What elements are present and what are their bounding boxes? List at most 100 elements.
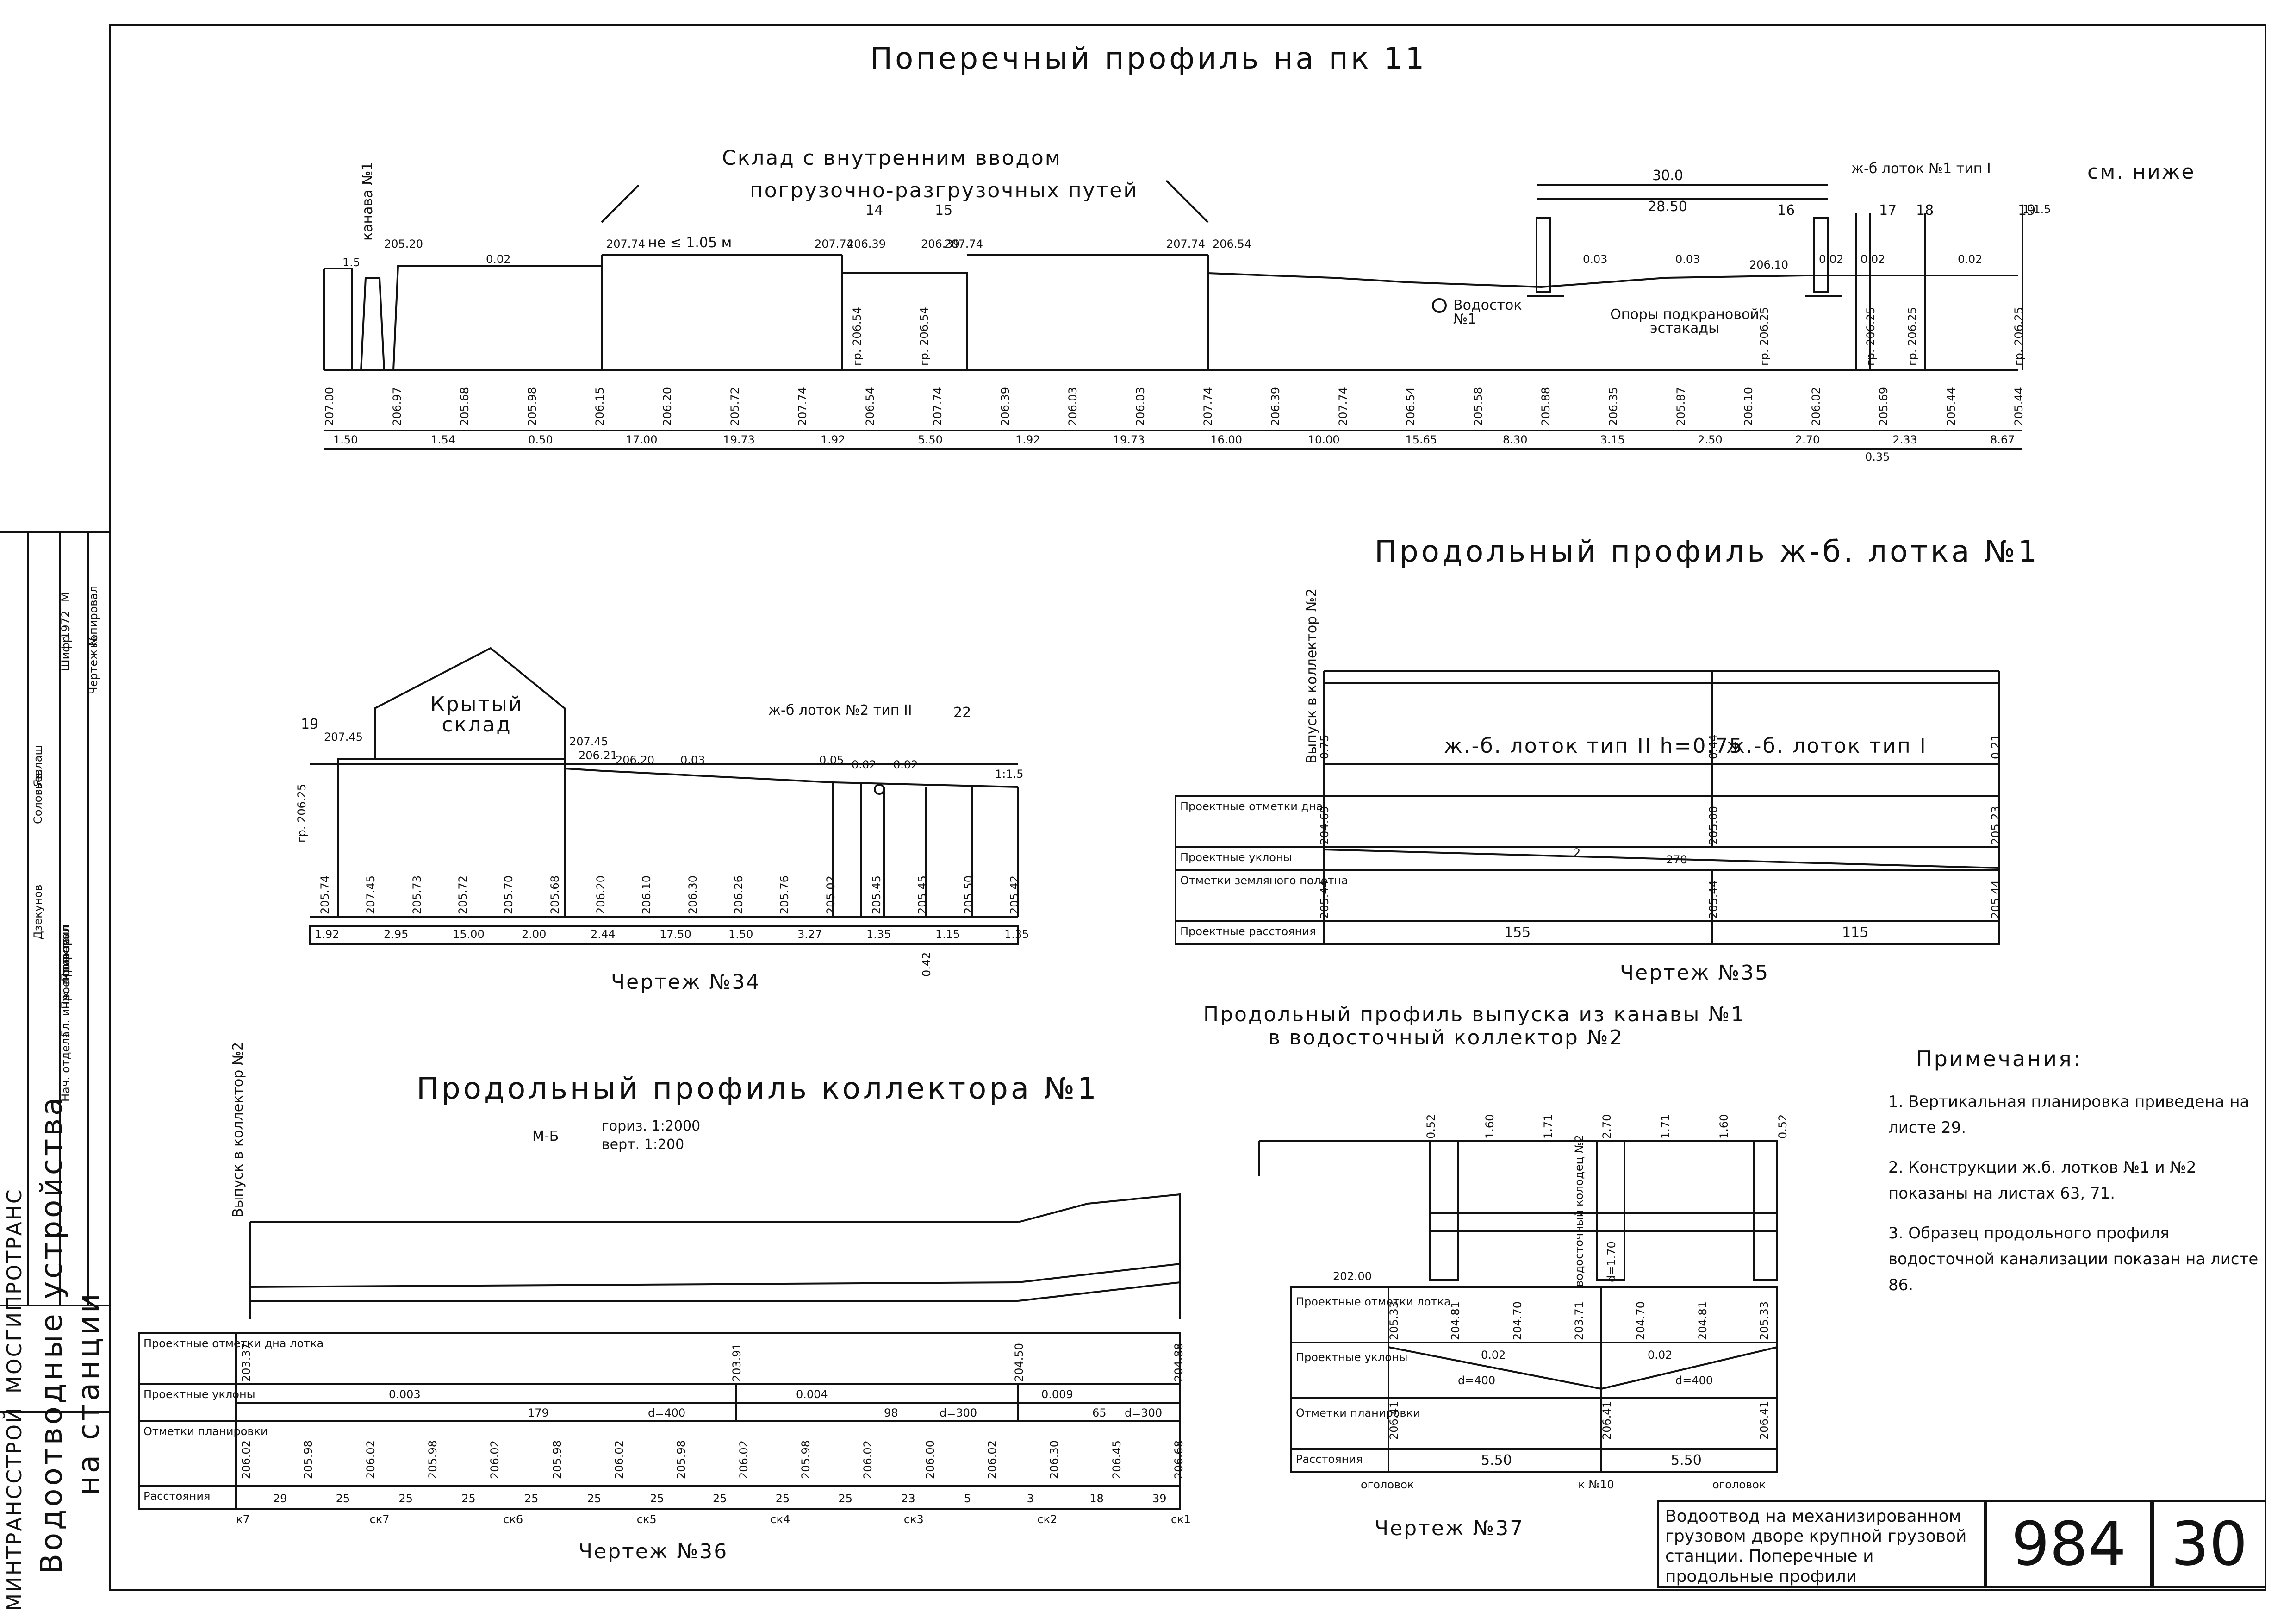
track-number: 15 [935, 202, 953, 219]
cross-distance: 3.15 [1600, 433, 1625, 446]
cross-distance: 2.50 [1698, 433, 1723, 446]
cross-bottom-mark: 206.97 [391, 387, 404, 426]
title-block-title: Водоотвод на механизированном грузовом д… [1657, 1500, 1985, 1588]
tray-2-label: ж-б лоток №2 тип II [768, 702, 912, 718]
collector-distance: 25 [524, 1492, 539, 1505]
stamp-role: Проверил [59, 924, 72, 981]
cross-distance: 19.73 [1113, 433, 1145, 446]
cross-bottom-mark: 205.98 [526, 387, 539, 426]
tray-bottom-mark: 204.69 [1318, 806, 1331, 845]
collector-outlet-label: Выпуск в коллектор №2 [230, 1042, 246, 1218]
outlet-elevation: 202.00 [1333, 1270, 1372, 1283]
collector-plan-mark: 206.02 [488, 1440, 502, 1479]
collector-diameter: d=400 [648, 1406, 686, 1419]
tray-row-label: Проектные расстояния [1180, 925, 1316, 938]
cross-bottom-mark: 205.69 [1877, 387, 1890, 426]
d34-bottom-mark: 205.72 [456, 875, 469, 914]
dim-30: 30.0 [1652, 168, 1683, 184]
outlet-plan-mark: 206.41 [1758, 1401, 1771, 1440]
collector-distance: 25 [650, 1492, 664, 1505]
cross-bottom-mark: 205.44 [1945, 387, 1958, 426]
ground-mark: гр. 206.25 [1864, 306, 1877, 366]
stamp-subject-1: Водоотводные устройства [35, 1094, 69, 1574]
tray-seg1: ж.-б. лоток тип II h=0.75 [1444, 734, 1744, 758]
collector-plan-mark: 206.02 [861, 1440, 875, 1479]
cross-top-mark: 207.74 [606, 237, 645, 250]
collector-distance: 3 [1027, 1492, 1034, 1505]
drawing-35-caption: Чертеж №35 [1620, 961, 1770, 985]
collector-plan-mark: 206.30 [1048, 1440, 1061, 1479]
notes-heading: Примечания: [1916, 1046, 2083, 1071]
outlet-station: оголовок [1712, 1478, 1766, 1491]
d34-top-mark: 207.45 [569, 735, 608, 748]
cross-bottom-mark: 207.74 [796, 387, 809, 426]
collector-slope: 0.009 [1041, 1388, 1073, 1401]
cross-distance: 8.30 [1503, 433, 1528, 446]
cross-distance: 2.70 [1795, 433, 1820, 446]
outlet-diameter: d=400 [1458, 1374, 1496, 1387]
cross-bottom-mark: 206.10 [1742, 387, 1755, 426]
drawing-37-caption: Чертеж №37 [1375, 1517, 1524, 1540]
collector-distance: 25 [336, 1492, 350, 1505]
cross-distance: 2.33 [1892, 433, 1917, 446]
collector-bottom-mark: 203.91 [730, 1343, 743, 1382]
cross-bottom-mark: 207.74 [931, 387, 944, 426]
warehouse-label-2: погрузочно-разгрузочных путей [750, 179, 1138, 202]
track-number: 17 [1879, 202, 1897, 219]
collector-station: ск3 [903, 1513, 924, 1526]
cross-distance: 1.54 [430, 433, 456, 446]
d34-bottom-mark: 205.70 [502, 875, 516, 914]
cross-distance: 10.00 [1307, 433, 1340, 446]
d34-slope: 0.02 [852, 758, 877, 771]
track-number: 22 [953, 705, 971, 721]
cross-slope: 0.02 [1958, 253, 1983, 266]
track-number: 14 [865, 202, 884, 219]
collector-station: ск7 [369, 1513, 390, 1526]
outlet-profile-title: Продольный профиль выпуска из канавы №1 [1203, 1003, 1746, 1026]
cross-bottom-mark: 206.54 [1404, 387, 1417, 426]
collector-distance: 23 [901, 1492, 915, 1505]
collector-distance: 18 [1089, 1492, 1104, 1505]
d34-bottom-mark: 206.20 [594, 875, 607, 914]
stamp-name: Яв.лаш [31, 745, 44, 787]
collector-distance: 39 [1152, 1492, 1167, 1505]
stamp-subject-2: на станции [72, 1291, 106, 1495]
d34-slope: 0.02 [893, 758, 918, 771]
cross-extra: 0.35 [1865, 450, 1890, 463]
see-below-label: см. ниже [2087, 160, 2196, 184]
d34-bottom-mark: 205.45 [916, 875, 929, 914]
note-3: 3. Образец продольного профиля водосточн… [1888, 1224, 2259, 1295]
outlet-plan-mark: 206.41 [1600, 1401, 1613, 1440]
collector-distance: 25 [587, 1492, 602, 1505]
ground-mark: гр. 206.54 [918, 306, 931, 366]
outlet-top-mark: 1.71 [1542, 1114, 1555, 1139]
stamp-field: копировал [87, 586, 100, 648]
outlet-bottom-mark: 204.70 [1511, 1301, 1524, 1340]
cross-distance: 0.50 [528, 433, 553, 446]
collector-distance: 25 [398, 1492, 413, 1505]
tray-ground-mark: 205.44 [1989, 880, 2002, 919]
collector-distance: 25 [713, 1492, 727, 1505]
collector-station: ск2 [1037, 1513, 1058, 1526]
cross-top-mark: 206.10 [1749, 258, 1788, 271]
building-label: Крытый склад [430, 693, 523, 737]
outlet-slope: 0.02 [1481, 1349, 1506, 1362]
outlet-top-mark: 0.52 [1776, 1114, 1789, 1139]
collector-diameter: d=300 [1125, 1406, 1163, 1419]
tray-depth: 0.75 [1318, 734, 1331, 759]
cross-distance: 8.67 [1990, 433, 2015, 446]
cross-bottom-mark: 206.39 [999, 387, 1012, 426]
scale-vertical: верт. 1:200 [602, 1137, 684, 1153]
tray-profile-title: Продольный профиль ж-б. лотка №1 [1375, 535, 2040, 569]
stamp-field: М [59, 592, 72, 602]
collector-plan-mark: 206.68 [1172, 1440, 1185, 1479]
d34-distance: 2.95 [384, 928, 409, 941]
track-number: 16 [1777, 202, 1795, 219]
d34-distance: 1.35 [1004, 928, 1029, 941]
outlet-distance: 5.50 [1481, 1452, 1512, 1468]
collector-plan-mark: 205.98 [550, 1440, 564, 1479]
d34-distance: 2.44 [591, 928, 616, 941]
dim-2850: 28.50 [1648, 199, 1687, 215]
